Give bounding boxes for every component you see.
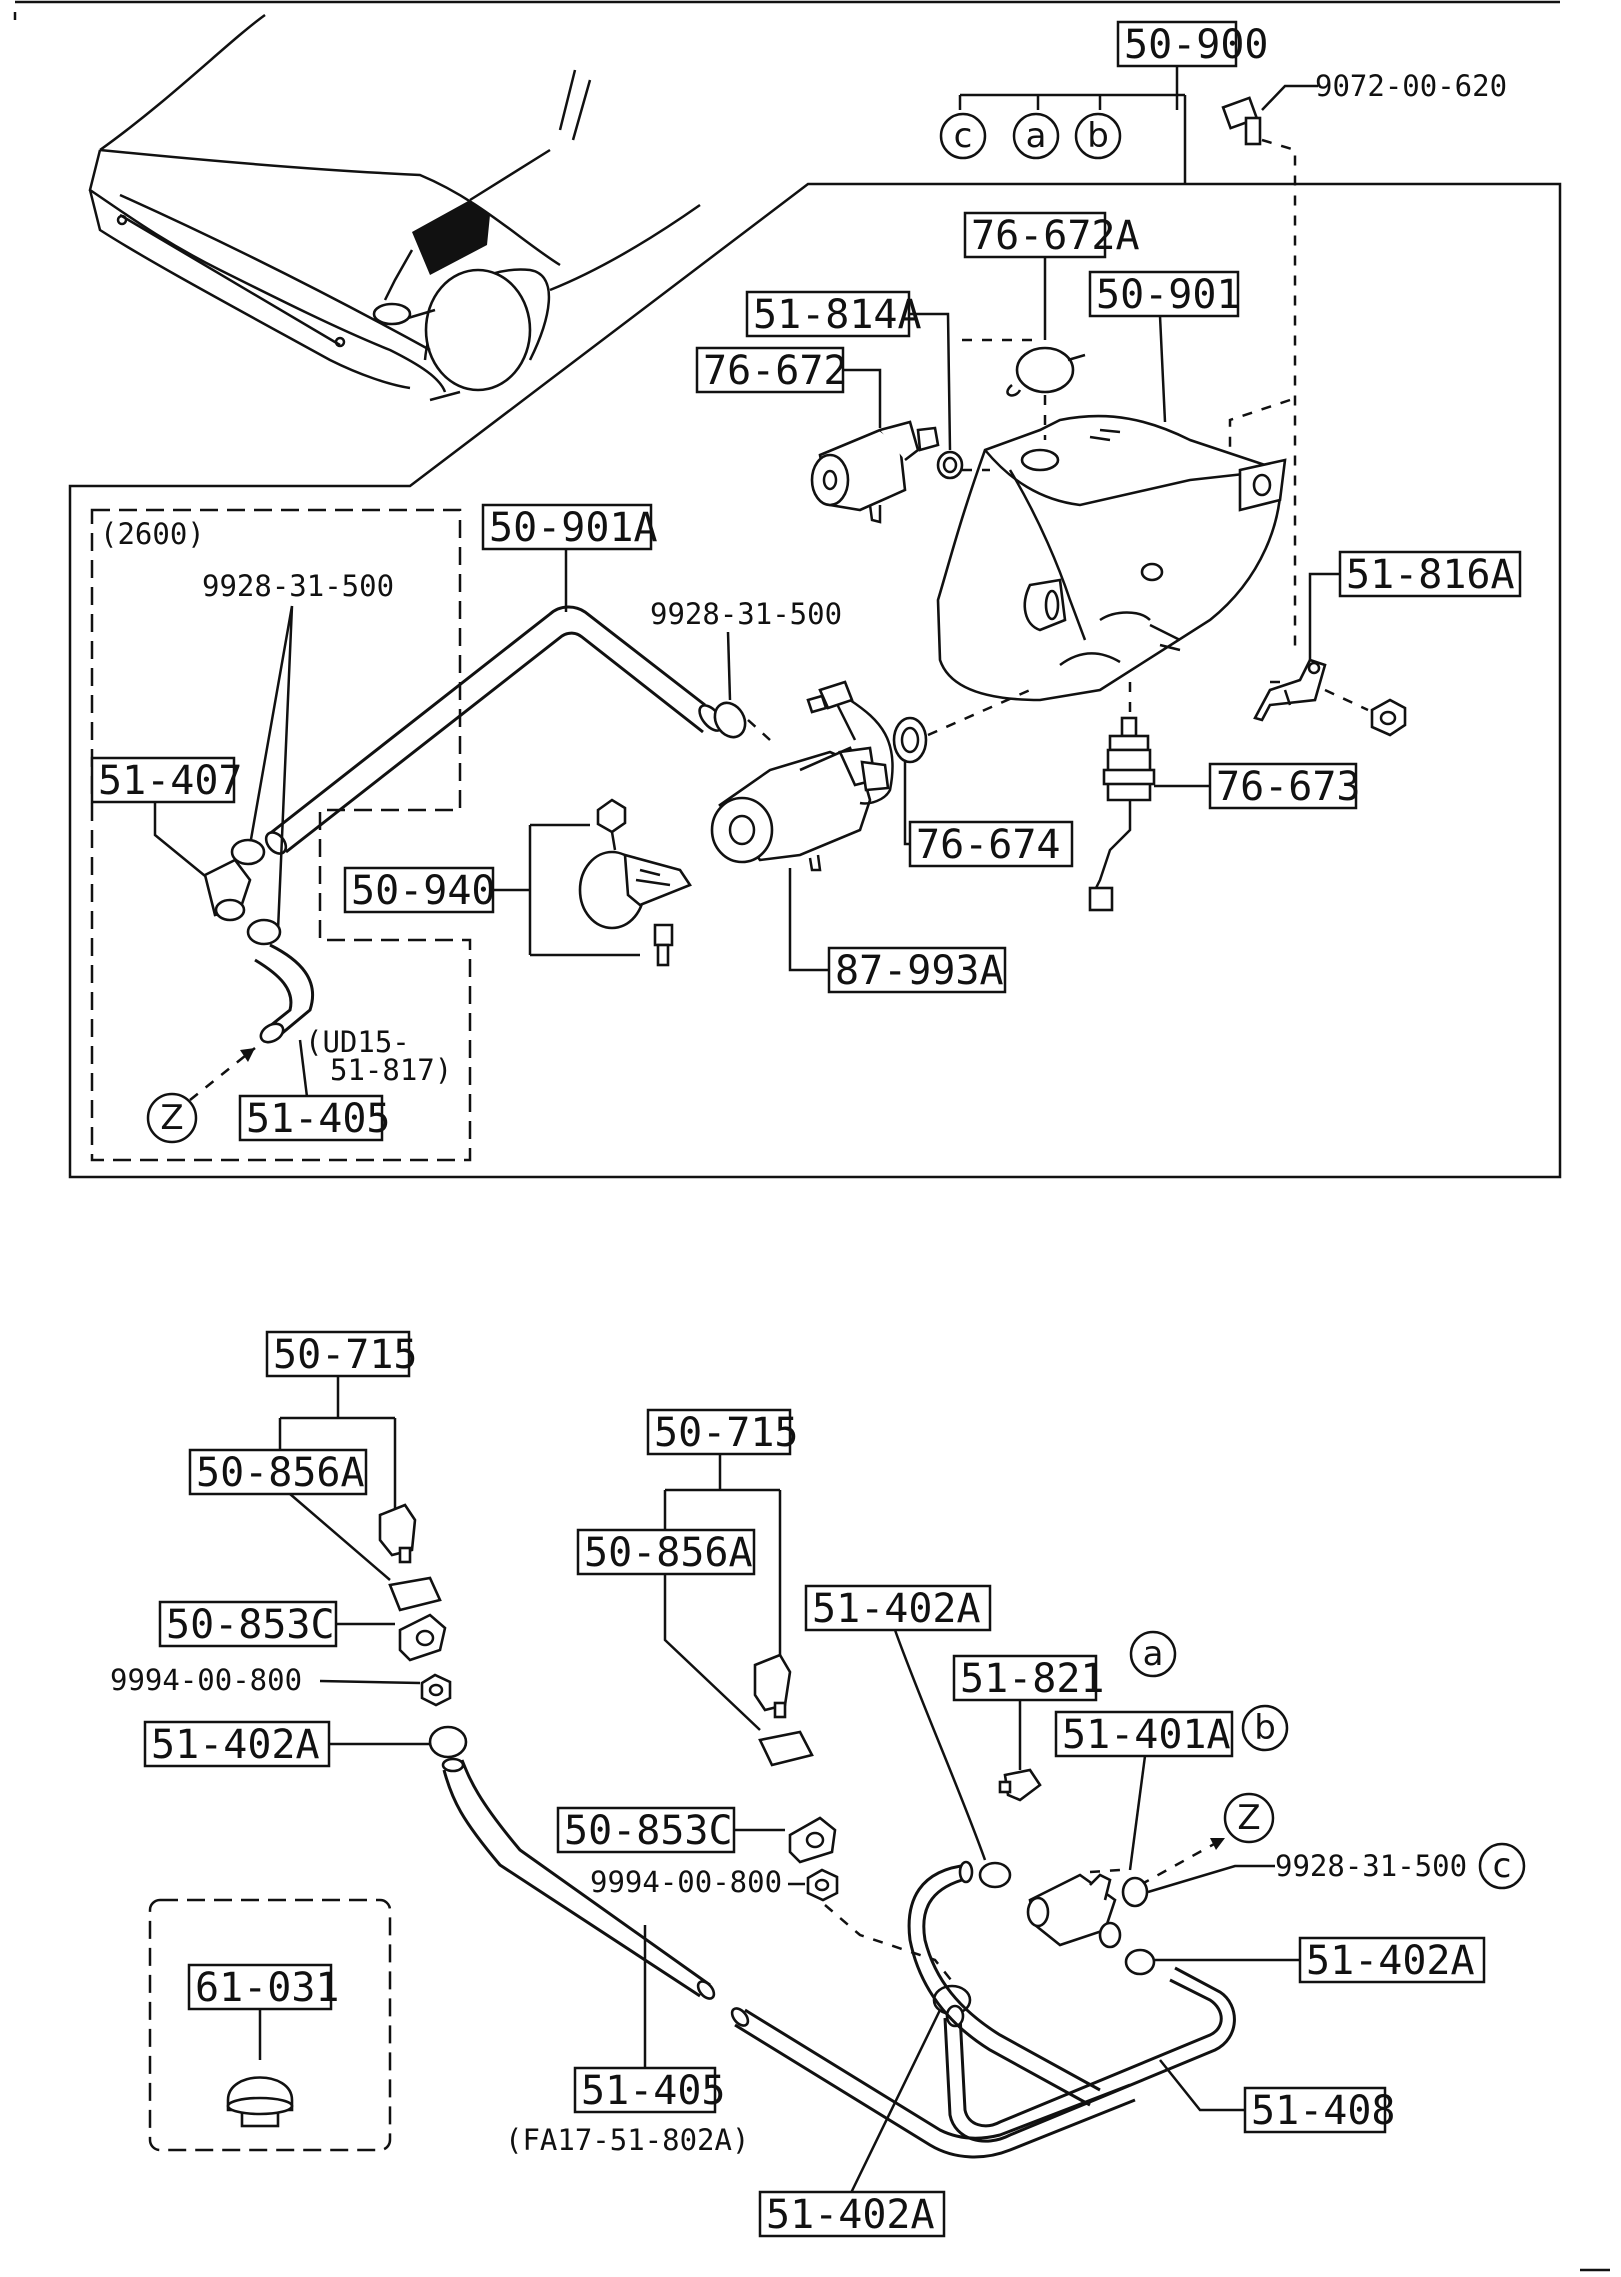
clip-main-label: 9928-31-500 [650,597,842,631]
hose-label: 50-901A [489,505,658,551]
clip-variant-label: 9928-31-500 [202,569,394,603]
clip-main-part [713,701,747,739]
car-front-illustration [13,12,701,402]
joint-right-label: 51-402A [1306,1938,1475,1984]
grommet-upper-label: 51-814A [753,292,922,338]
check-valve-ref-circle: a [1143,1634,1164,1674]
motor-upper-label: 76-672 [703,348,848,394]
pump-motor-upper-part [810,420,940,524]
bracket-label: 51-816A [1346,552,1515,598]
level-sensor-label: 76-673 [1216,764,1361,810]
variant-2600-box [90,508,472,1162]
joint-top-label: 51-402A [812,1586,981,1632]
joint-bottom-label: 51-402A [766,2192,935,2238]
joint-hose-label: 51-405 [246,1096,391,1142]
right-hose-part [907,1860,1236,2143]
nut-left-part [420,1673,452,1707]
grommet-upper-part [936,450,964,480]
plug-part [226,2076,294,2128]
mount-label: 50-940 [351,868,496,914]
nut-left-label: 9994-00-800 [110,1663,302,1697]
check-valve-label: 51-821 [960,1656,1105,1702]
level-sensor-part [1088,716,1156,912]
seal-left-label: 50-853C [166,1602,335,1648]
joint-hose-note-2: 51-817) [330,1053,452,1087]
tee-label: 51-401A [1062,1712,1231,1758]
nozzle-left-part [378,1503,442,1612]
tee-part [1026,1873,1122,1949]
ref-z-bottom-circle: Z [1237,1798,1260,1838]
ref-c-circle: c [954,116,973,156]
nozzle-set-left-label: 50-715 [273,1332,418,1378]
nozzle-left-label: 50-856A [196,1450,365,1496]
clip-variant-part-2 [246,918,282,946]
joint-left-label: 51-402A [151,1722,320,1768]
hose-main-note: (FA17-51-802A) [505,2123,749,2157]
nut-right-label: 9994-00-800 [590,1865,782,1899]
variant-label: (2600) [100,517,205,551]
ref-z-top-circle: Z [160,1098,183,1138]
ref-a-circle: a [1026,116,1047,156]
joint-right-part [1124,1948,1156,1976]
clip-variant-part-1 [230,838,266,866]
seal-right-label: 50-853C [564,1808,733,1854]
seal-left-part [398,1613,447,1662]
nut-right-part [806,1868,839,1902]
nut-part [1370,698,1407,737]
elbow-label: 51-407 [98,758,243,804]
grommet-lower-part [892,716,928,764]
cap-label: 76-672A [971,213,1140,259]
clip-ref-circle: c [1493,1846,1512,1886]
joint-left-part [428,1725,468,1759]
clip-part [1121,1876,1149,1908]
clip-label: 9928-31-500 [1275,1849,1467,1883]
tee-ref-circle: b [1254,1708,1276,1748]
hose-main-label: 51-405 [581,2068,726,2114]
seal-right-part [788,1816,837,1864]
washer-hose-part [264,605,724,855]
pump-label: 87-993A [835,948,1004,994]
plug-label: 61-031 [195,1965,340,2011]
nozzle-set-right-label: 50-715 [654,1410,799,1456]
bolt-label: 9072-00-620 [1315,69,1507,103]
tank-cap-part [1015,346,1075,394]
washer-tank-part [936,414,1287,702]
bracket-part [1253,658,1327,722]
joint-top-part [978,1861,1012,1889]
joint-hose-note-1: (UD15- [305,1025,410,1059]
detail-frame [68,182,1562,1179]
hose-right-label: 51-408 [1251,2088,1396,2134]
washer-pump-part [710,680,894,872]
bolt-part [1221,96,1262,146]
joint-hose-part [254,943,315,1044]
ref-b-circle: b [1087,116,1109,156]
mount-part [578,798,692,967]
nozzle-right-part [753,1653,814,1767]
tank-label: 50-901 [1096,272,1241,318]
main-hose-part [441,1757,1136,2159]
plug-box [148,1898,392,2152]
check-valve-part [998,1768,1042,1802]
assembly-label: 50-900 [1124,22,1269,68]
grommet-lower-label: 76-674 [916,822,1061,868]
elbow-part [203,858,252,922]
nozzle-right-label: 50-856A [584,1530,753,1576]
